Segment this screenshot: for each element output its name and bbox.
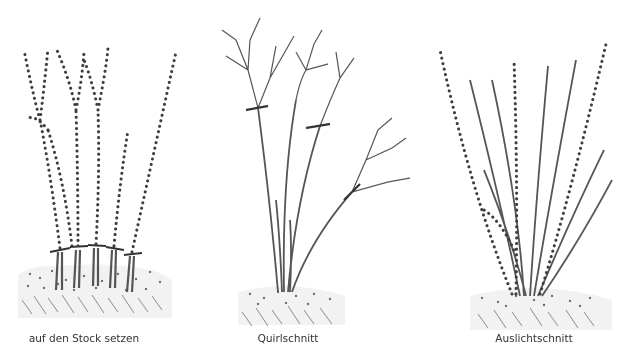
caption-whorl-cut: Quirlschnitt [258,333,319,345]
panel-stool-cutting [18,48,176,318]
branch-tips [222,18,410,192]
caption-stool-cutting: auf den Stock setzen [29,333,139,345]
removed-shoots-dotted [24,48,176,252]
stems [470,60,612,296]
removed-shoots-dotted [440,44,606,294]
soil-mound [238,286,345,326]
soil-mound [18,264,172,318]
cut-marks [50,245,142,255]
stems [258,100,352,292]
panel-whorl-cut [222,18,410,326]
caption-thinning-cut: Auslichtschnitt [495,333,572,345]
panel-thinning-cut [440,44,612,330]
